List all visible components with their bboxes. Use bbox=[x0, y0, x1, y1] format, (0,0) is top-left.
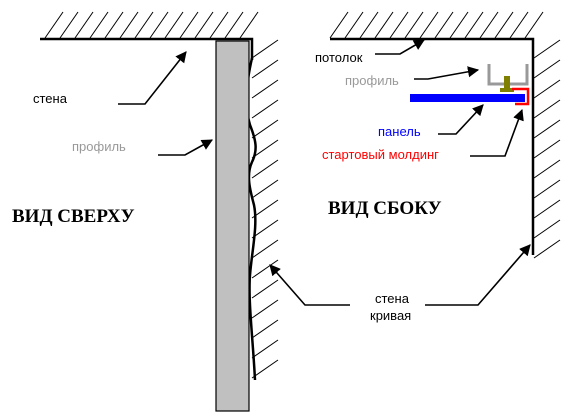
top-view: стена профиль ВИД СВЕРХУ bbox=[12, 11, 279, 412]
ceiling-arrow bbox=[375, 39, 425, 55]
molding-arrow bbox=[470, 108, 524, 157]
screw-icon bbox=[500, 76, 514, 92]
crooked-wall-arrow-left bbox=[269, 264, 350, 306]
crooked-wall-arrow-right bbox=[425, 244, 531, 306]
side-view-profile-arrow bbox=[414, 66, 480, 80]
top-view-title: ВИД СВЕРХУ bbox=[12, 206, 135, 227]
crooked-wall-callout: стена кривая bbox=[269, 244, 531, 323]
top-view-ceiling-line bbox=[40, 37, 254, 60]
side-view: потолок профиль панель стартовый молдинг… bbox=[315, 11, 561, 259]
ceiling-label: потолок bbox=[315, 50, 363, 65]
side-view-wall-hatch bbox=[533, 39, 561, 259]
top-view-profile-label: профиль bbox=[72, 139, 126, 154]
top-view-profile bbox=[215, 40, 250, 412]
starter-molding-label: стартовый молдинг bbox=[322, 147, 439, 162]
wall-label: стена bbox=[33, 91, 68, 106]
side-view-starter-molding bbox=[512, 87, 530, 106]
side-view-ceiling-hatch bbox=[329, 11, 544, 39]
side-view-title: ВИД СБОКУ bbox=[328, 198, 442, 219]
crooked-wall-label-line1: стена bbox=[375, 291, 410, 306]
wall-arrow bbox=[118, 51, 187, 105]
side-view-profile-label: профиль bbox=[345, 73, 399, 88]
top-view-ceiling-hatch bbox=[44, 11, 259, 39]
top-view-profile-arrow bbox=[158, 139, 213, 156]
side-view-panel bbox=[410, 94, 525, 102]
top-view-wall-hatch bbox=[251, 39, 279, 379]
side-view-ceiling-wall-line bbox=[330, 37, 535, 255]
crooked-wall-label-line2: кривая bbox=[370, 308, 411, 323]
panel-arrow bbox=[438, 104, 484, 135]
panel-label: панель bbox=[378, 124, 421, 139]
